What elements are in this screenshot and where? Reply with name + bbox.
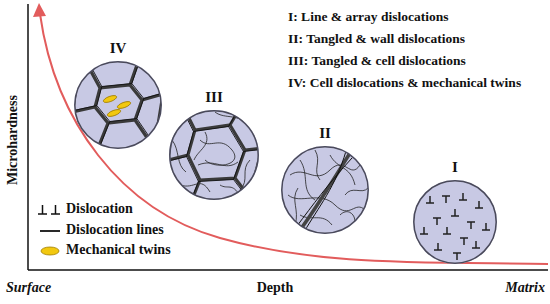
key-text: I: Line & array dislocations [288, 9, 449, 25]
legend-line-sample [40, 230, 60, 232]
y-axis [27, 4, 29, 270]
microstructure-circle: III [169, 110, 259, 200]
stage-numeral: IV [110, 40, 127, 57]
key-text: II: Tangled & wall dislocations [288, 31, 465, 47]
axis-end-label: Surface [6, 280, 51, 296]
circle-outline [169, 110, 259, 200]
legend-text: Dislocation [66, 201, 133, 217]
legend-text: Dislocation lines [66, 222, 164, 238]
circle-fill [413, 180, 497, 264]
legend-text: Mechanical twins [66, 242, 171, 258]
legend-dislocation-sample [38, 205, 60, 214]
axis-end-label: Matrix [505, 280, 545, 296]
x-axis [28, 269, 548, 271]
circle-outline [74, 61, 162, 149]
legend-twin-sample [41, 247, 59, 255]
key-text: III: Tangled & cell dislocations [288, 53, 466, 69]
axis-title: Microhardness [5, 95, 21, 185]
microstructure-circle: II [281, 146, 369, 234]
circle-outline [281, 146, 369, 234]
microstructure-circle: IV [74, 61, 162, 149]
cell-tangle-structure [167, 106, 263, 202]
stage-numeral: III [205, 89, 223, 106]
stage-numeral: I [452, 159, 458, 176]
circle-outline [413, 180, 497, 264]
axis-title: Depth [257, 280, 294, 296]
cell-twin-structure [72, 59, 165, 149]
circle-fill [74, 61, 162, 149]
curve-arrowhead [33, 3, 46, 17]
key-text: IV: Cell dislocations & mechanical twins [288, 75, 521, 91]
hardness-curve [40, 14, 548, 264]
microstructure-circle: I [413, 180, 497, 264]
stage-numeral: II [319, 125, 331, 142]
circle-fill [281, 146, 369, 234]
dislocation-symbols [420, 193, 490, 260]
